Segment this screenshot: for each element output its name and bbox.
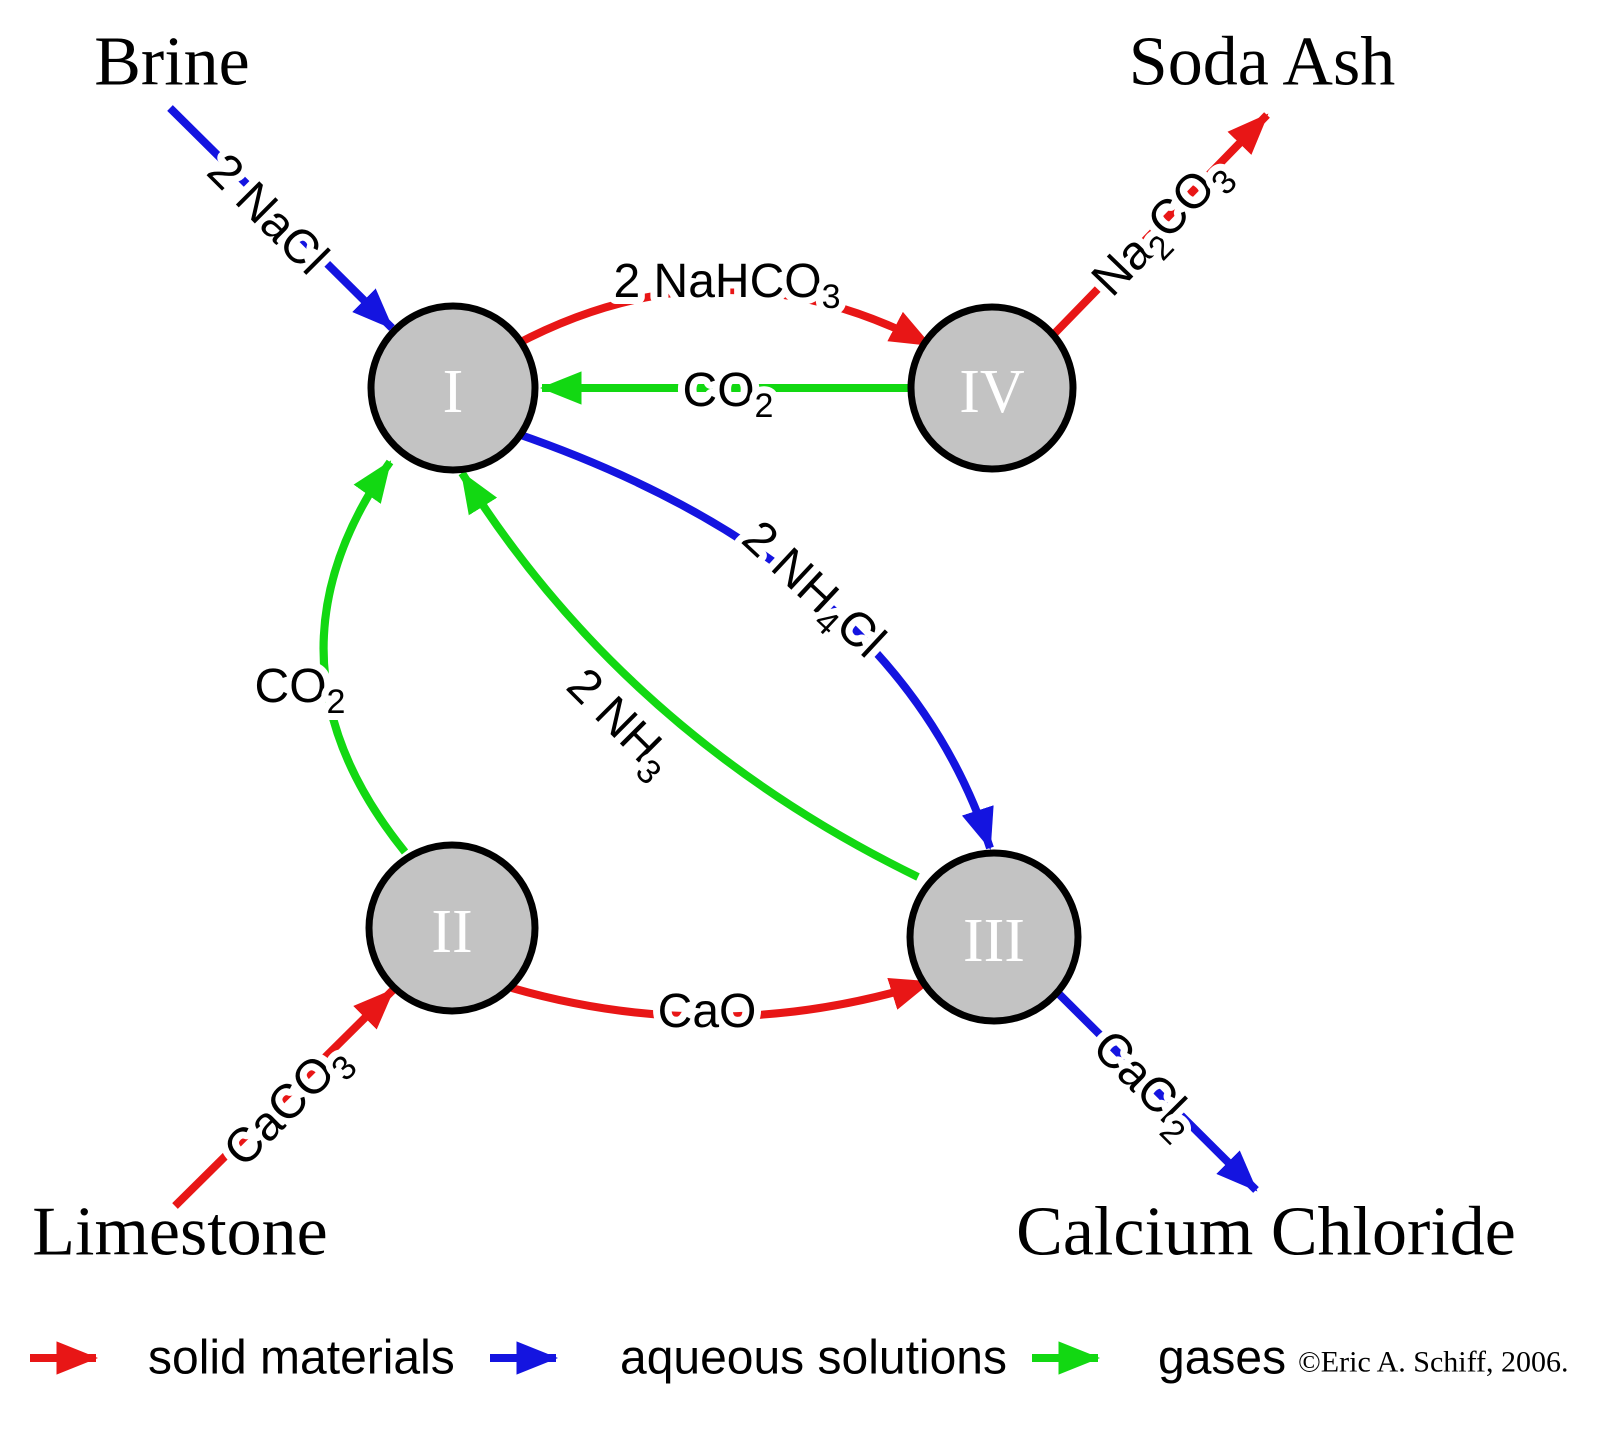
edge-brine-to-i: [167, 105, 395, 331]
copyright-notice: ©Eric A. Schiff, 2006.: [1298, 1346, 1569, 1379]
label-cao: CaO: [658, 985, 757, 1038]
edge-limestone-to-ii: [172, 987, 396, 1209]
node-i-circle: [367, 302, 539, 474]
label-na2co3: Na2CO3: [1081, 146, 1244, 312]
edge-iii-to-i: [458, 470, 920, 881]
label-2nh4cl: 2 NH4Cl: [727, 510, 896, 673]
edge-ii-to-i: [319, 459, 409, 855]
label-2nahco3: 2 NaHCO3: [614, 255, 841, 317]
title-calcium-chloride: Calcium Chloride: [1016, 1194, 1516, 1271]
node-ii-label: II: [431, 898, 472, 966]
node-iii: III: [906, 849, 1082, 1025]
node-iv-circle: [907, 303, 1077, 473]
node-i: I: [367, 302, 539, 474]
node-i-label: I: [443, 358, 464, 426]
label-caco3: CaCO3: [213, 1031, 364, 1182]
title-brine: Brine: [94, 24, 250, 101]
edge-i-to-iv: [513, 286, 932, 349]
node-iii-circle: [906, 849, 1082, 1025]
node-iv: IV: [907, 303, 1077, 473]
node-iii-label: III: [963, 907, 1025, 975]
node-ii-circle: [365, 841, 539, 1015]
node-ii: II: [365, 841, 539, 1015]
legend-aqueous-label: aqueous solutions: [620, 1332, 1007, 1385]
label-2nh3: 2 NH3: [551, 658, 685, 792]
title-limestone: Limestone: [32, 1194, 327, 1271]
edge-iii-to-calcium-chloride: [1055, 990, 1259, 1193]
edge-iv-to-soda-ash: [1052, 112, 1270, 336]
label-cacl2: CaCl2: [1077, 1020, 1209, 1152]
label-co2-ii: CO2: [255, 660, 346, 722]
legend: solid materials aqueous solutions gases …: [30, 1332, 1569, 1385]
label-co2-iv: CO2: [683, 364, 774, 426]
legend-solid-label: solid materials: [148, 1332, 455, 1385]
edge-i-to-iii: [513, 429, 994, 850]
label-2nacl: 2 NaCl: [197, 143, 338, 284]
title-soda-ash: Soda Ash: [1129, 24, 1395, 101]
node-iv-label: IV: [959, 358, 1025, 426]
edge-ii-to-iii: [510, 977, 932, 1021]
legend-gases-label: gases: [1158, 1332, 1286, 1385]
